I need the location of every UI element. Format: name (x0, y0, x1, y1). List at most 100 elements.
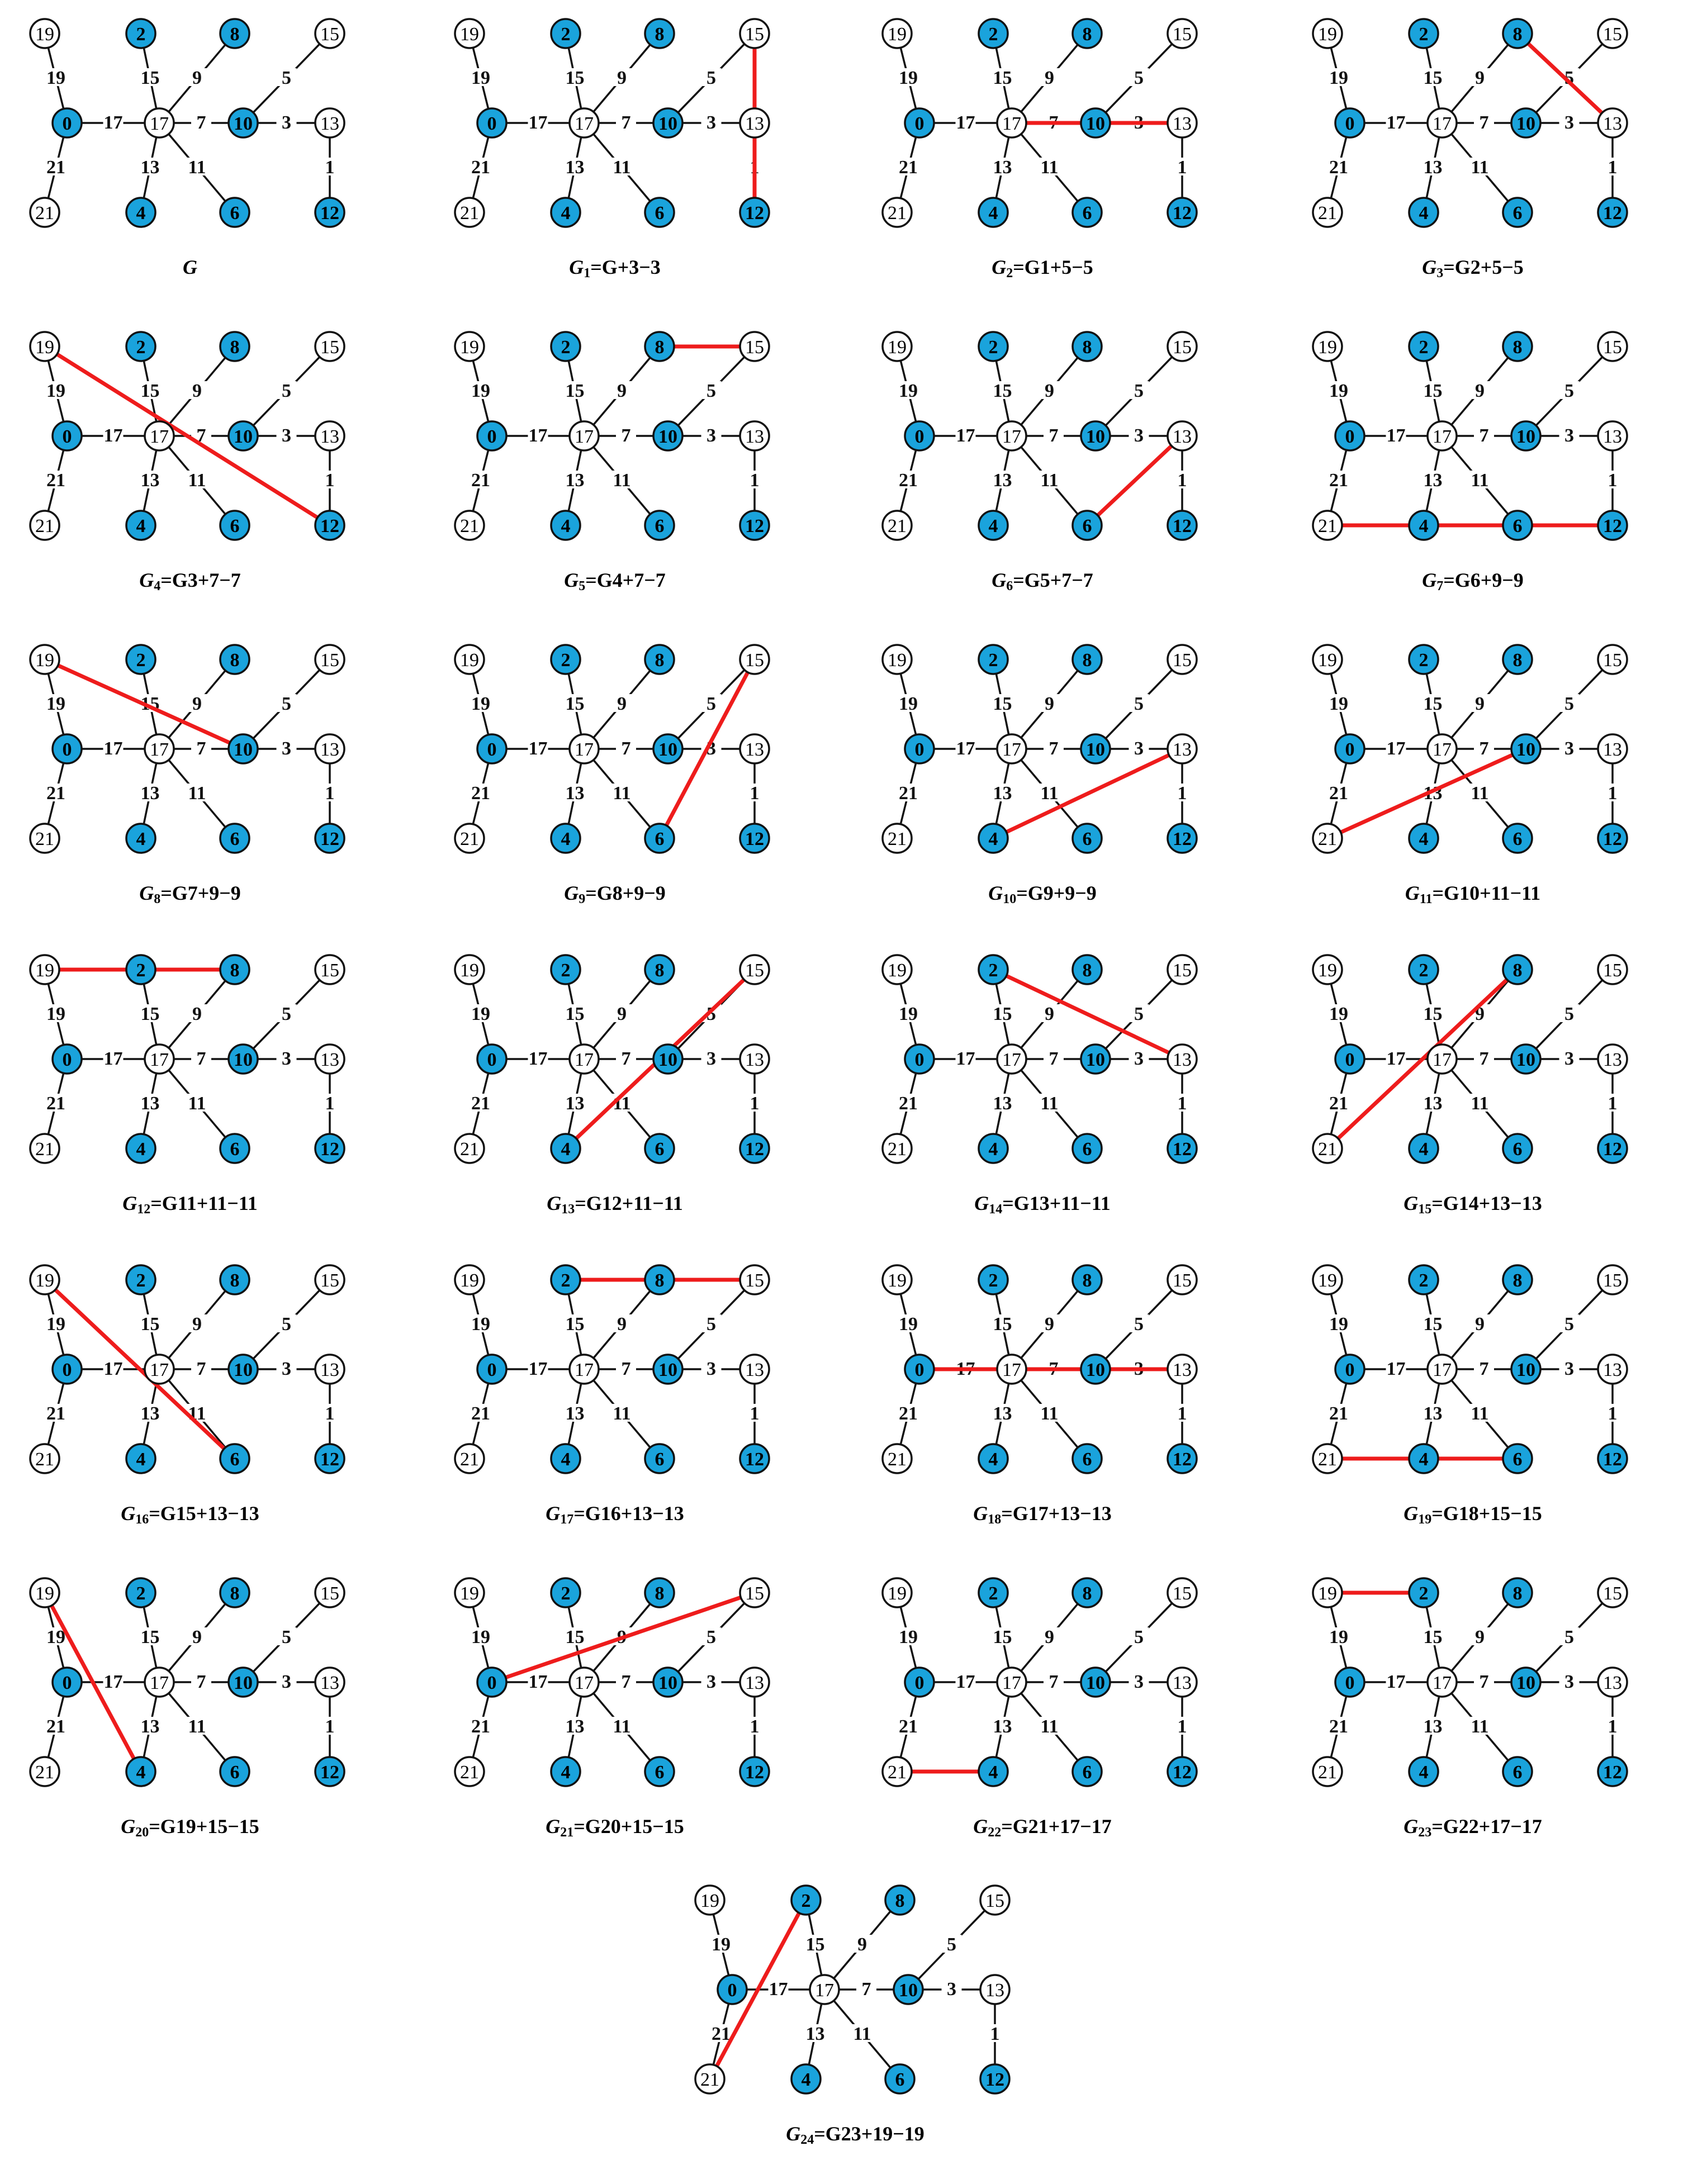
edge-weight-label: 5 (706, 381, 716, 401)
edge-weight-label: 11 (613, 1403, 630, 1424)
edge-label-bg (191, 113, 211, 131)
graph-node-19 (454, 1577, 485, 1608)
edge-weight-label: 9 (1475, 1627, 1485, 1648)
graph-node-6 (644, 510, 675, 541)
node-label: 17 (1433, 113, 1452, 134)
caption-formula: =G21+17−17 (1001, 1815, 1112, 1838)
caption-base: G (547, 1192, 561, 1214)
node-label: 17 (575, 739, 594, 760)
edge-label-bg (276, 381, 297, 399)
edge-weight-label: 13 (1424, 470, 1443, 491)
graph-node-12 (314, 1756, 345, 1787)
edge-weight-label: 13 (1424, 1716, 1443, 1737)
edge-weight-label: 3 (706, 1048, 716, 1069)
node-label: 21 (35, 1139, 54, 1160)
node-label: 2 (989, 960, 998, 981)
caption-subscript: 5 (579, 579, 585, 594)
edge-label-bg (701, 1049, 722, 1067)
edge-label-bg (528, 739, 548, 757)
edge-weight-label: 1 (750, 783, 760, 804)
graph-node-8 (1071, 954, 1103, 985)
edge-weight-label: 17 (529, 425, 548, 446)
graph-node-8 (219, 954, 250, 985)
edge-weight-label: 3 (282, 1048, 291, 1069)
node-label: 21 (460, 1449, 479, 1470)
added-edge-6-13 (1085, 434, 1184, 527)
node-label: 15 (745, 24, 764, 45)
edge-weight-label: 5 (706, 1314, 716, 1335)
graph-node-12 (1597, 1756, 1628, 1787)
node-label: 6 (230, 203, 240, 224)
graph-node-15 (1597, 18, 1628, 49)
graph-node-13 (1597, 107, 1628, 139)
node-label: 8 (1083, 1583, 1092, 1604)
edge-weight-label: 7 (1480, 1048, 1489, 1069)
edge-weight-label: 3 (282, 112, 291, 133)
node-label: 13 (1603, 739, 1622, 760)
panel-caption: G16=G15+13−13 (121, 1502, 259, 1527)
edge-label-bg (992, 381, 1013, 399)
caption-base: G (992, 256, 1006, 278)
node-label: 12 (320, 1762, 339, 1783)
caption-base: G (1422, 569, 1436, 591)
node-label: 15 (1603, 650, 1622, 671)
graph-node-15 (314, 644, 345, 675)
graph-node-2 (125, 331, 157, 362)
edge-weight-label: 3 (1564, 1359, 1574, 1379)
node-label: 2 (136, 24, 146, 45)
node-label: 12 (320, 1449, 339, 1470)
node-label: 15 (1173, 24, 1192, 45)
edge-label-bg (616, 1672, 636, 1690)
edge-label-bg (1469, 158, 1490, 175)
graph-node-2 (550, 644, 581, 675)
edge-weight-label: 11 (613, 783, 630, 804)
node-label: 0 (1345, 113, 1355, 134)
edge-weight-label: 11 (613, 1716, 630, 1737)
edge-label-bg (768, 1979, 789, 1997)
graph-node-4 (1408, 1133, 1439, 1164)
edge-label-bg (471, 1004, 491, 1022)
edge-label-bg (187, 694, 207, 712)
node-label: 13 (1603, 1673, 1622, 1693)
node-label: 19 (460, 24, 479, 45)
node-label: 10 (234, 113, 253, 134)
caption-subscript: 3 (1436, 266, 1443, 281)
graph-node-19 (454, 331, 485, 362)
node-label: 19 (460, 1270, 479, 1291)
edge-label-bg (1039, 68, 1060, 86)
graph-node-2 (550, 331, 581, 362)
graph-node-19 (454, 644, 485, 675)
graph-node-4 (978, 197, 1009, 228)
graph-node-12 (314, 1133, 345, 1164)
edge-weight-label: 13 (993, 1716, 1012, 1737)
node-label: 2 (561, 960, 571, 981)
edge-label-bg (140, 1404, 160, 1422)
node-label: 21 (35, 203, 54, 224)
edge-label-bg (187, 1094, 207, 1112)
edge-weight-label: 15 (141, 1627, 160, 1648)
edge-weight-label: 15 (566, 694, 585, 714)
edge-label-bg (898, 1314, 918, 1332)
edge-label-bg (565, 68, 585, 86)
edge-weight-label: 21 (471, 1403, 490, 1424)
node-label: 12 (1603, 1449, 1622, 1470)
edge-weight-label: 5 (282, 1004, 291, 1024)
edge-weight-label: 3 (282, 738, 291, 759)
edge-label-bg (1469, 1627, 1490, 1645)
node-label: 2 (989, 1583, 998, 1604)
edge-label-bg (1422, 1094, 1443, 1112)
node-label: 12 (320, 829, 339, 849)
node-label: 4 (561, 516, 571, 536)
edge-weight-label: 3 (1134, 738, 1144, 759)
node-label: 4 (136, 516, 146, 536)
graph-node-21 (29, 823, 60, 854)
edge-weight-label: 21 (899, 157, 918, 178)
graph-node-13 (314, 1043, 345, 1075)
graph-node-6 (644, 1133, 675, 1164)
edge-label-bg (140, 158, 160, 175)
node-label: 12 (745, 1449, 764, 1470)
node-label: 0 (487, 1050, 497, 1070)
